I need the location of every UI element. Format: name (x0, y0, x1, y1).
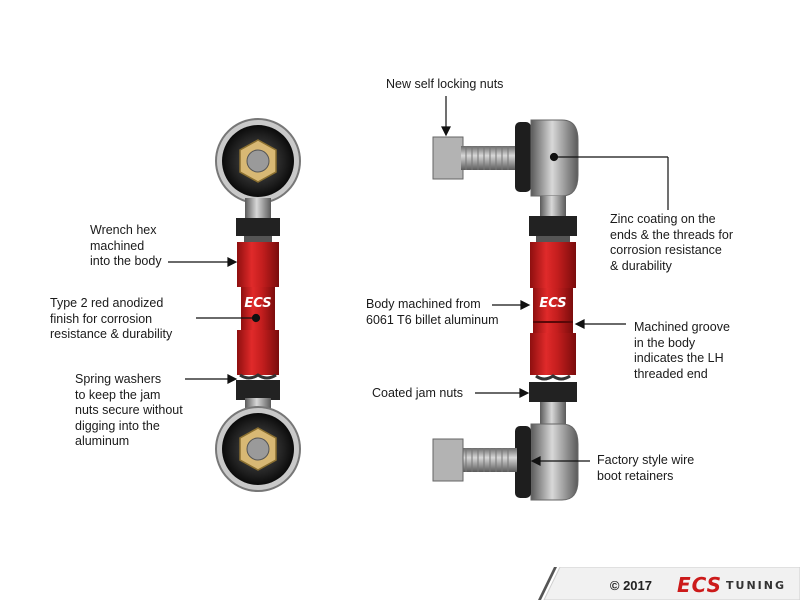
right-bottom-housing (530, 423, 579, 501)
right-top-thread-lines (465, 146, 509, 170)
label-coated-jam-nuts: Coated jam nuts (372, 386, 464, 400)
callout-arrow-body-machined (520, 300, 531, 310)
label-boot-retainers: Factory style wire boot retainers (597, 453, 695, 483)
right-spring-washer (535, 374, 571, 381)
right-end-link: ECS (432, 119, 579, 501)
left-body-mid (241, 287, 275, 330)
right-bottom-boot (515, 426, 531, 498)
callout-lines (168, 96, 669, 466)
left-bottom-jam-nut (236, 380, 280, 400)
callout-dot-zinc (549, 152, 559, 162)
label-zinc-coating: Zinc coating on the ends & the threads f… (610, 212, 733, 273)
right-bottom-thread-lines (465, 448, 509, 472)
left-body-hex-top (237, 242, 279, 287)
right-bottom-jam-nut (529, 382, 577, 402)
brand-logo-subtext: TUNING (726, 578, 786, 592)
label-body-machined: Body machined from 6061 T6 billet alumin… (366, 297, 499, 327)
right-top-neck (540, 196, 566, 216)
right-top-boot (515, 122, 531, 192)
left-top-washer (244, 236, 272, 242)
left-top-jam-nut (236, 218, 280, 236)
right-top-locking-nut (432, 136, 464, 180)
callout-arrow-spring-washers (227, 374, 238, 384)
right-top-washer (536, 236, 570, 242)
right-bottom-neck (540, 402, 566, 424)
footer-band (538, 567, 800, 600)
callout-arrow-boot-retainers (530, 456, 541, 466)
left-body-hex-bottom (237, 330, 279, 375)
label-red-anodized: Type 2 red anodized finish for corrosion… (50, 296, 173, 341)
callout-arrow-jam-nuts (519, 388, 530, 398)
left-top-neck (245, 198, 271, 220)
left-spring-washer (239, 373, 277, 380)
label-machined-groove: Machined groove in the body indicates th… (634, 320, 730, 381)
right-body-logo: ECS (539, 296, 566, 311)
left-body-logo: ECS (244, 296, 271, 311)
right-top-jam-nut (529, 216, 577, 236)
label-spring-washers: Spring washers to keep the jam nuts secu… (75, 372, 183, 448)
left-top-stud (246, 149, 270, 173)
right-bottom-thread (461, 448, 517, 472)
label-wrench-hex: Wrench hex machined into the body (90, 223, 162, 268)
left-bottom-stud (246, 437, 270, 461)
right-body-hex-bottom (530, 333, 576, 375)
copyright-text: © 2017 (609, 578, 652, 593)
brand-logo: ECS TUNING (676, 573, 786, 597)
right-bottom-locking-nut (432, 438, 464, 482)
callout-arrow-wrench-hex (227, 257, 238, 267)
left-end-link: ECS (215, 118, 301, 492)
label-self-locking-nuts: New self locking nuts (386, 77, 504, 91)
brand-logo-text: ECS (676, 573, 723, 597)
right-body-mid (533, 288, 573, 333)
right-body-hex-top (530, 242, 576, 288)
callout-dot-red-anodized (251, 313, 261, 323)
right-top-thread (461, 146, 517, 170)
callout-arrow-locking-nuts (441, 126, 451, 137)
callout-arrow-groove (574, 319, 585, 329)
